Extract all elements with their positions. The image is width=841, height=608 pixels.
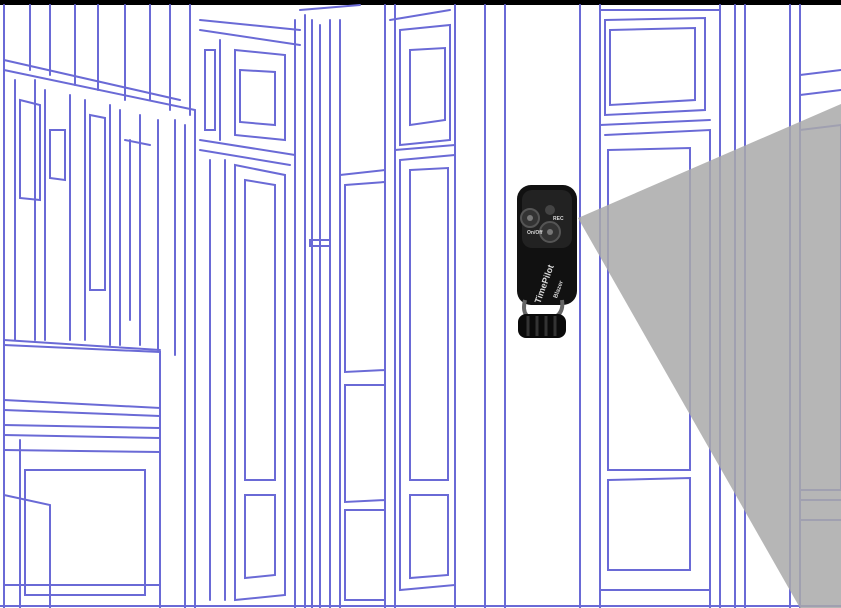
device-button-label-onoff: On/Off [527, 230, 543, 236]
lens-icon [545, 205, 555, 215]
top-frame-edge [0, 0, 841, 5]
trail-camera-device: TimePilot Blazer On/Off REC [517, 185, 577, 338]
device-button-label-rec: REC [553, 216, 564, 222]
combination-lock [518, 314, 566, 338]
